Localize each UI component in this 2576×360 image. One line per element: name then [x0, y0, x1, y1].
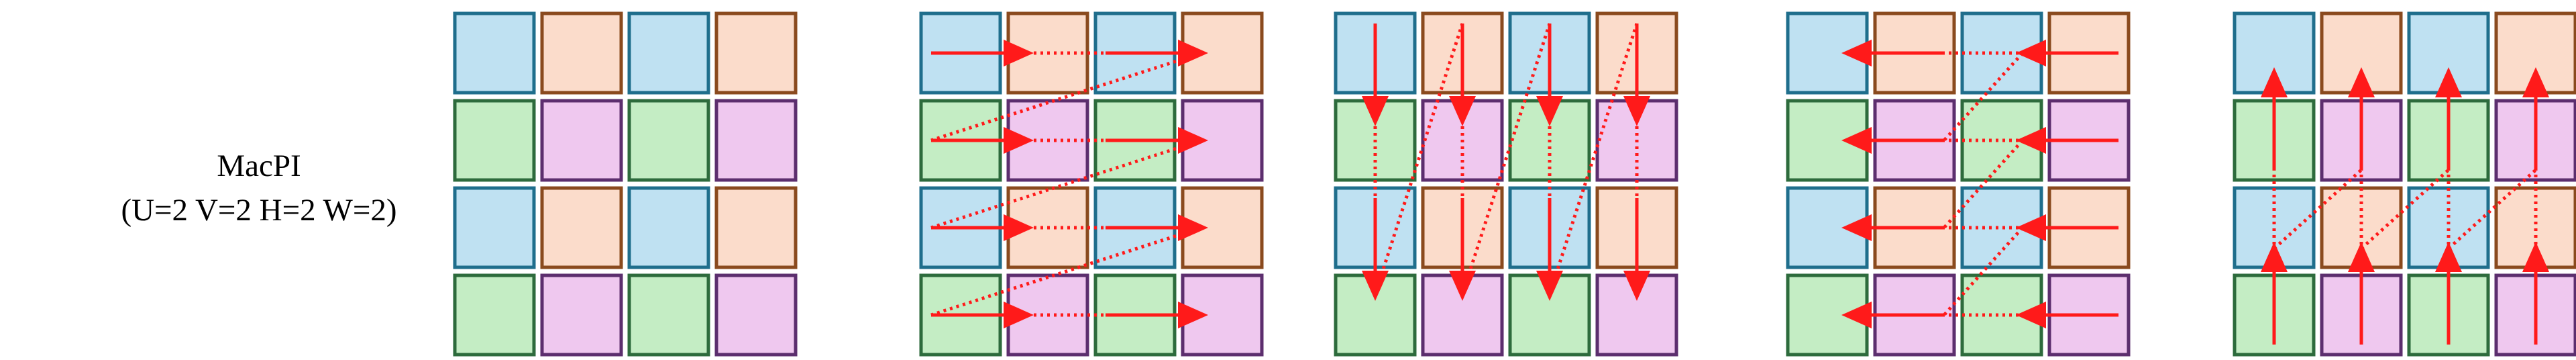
cell-blue	[627, 186, 710, 269]
panels	[453, 11, 2576, 357]
scan-connector	[1373, 23, 1464, 295]
panel-vertical-down	[1334, 11, 1678, 357]
panel-vertical-up	[2233, 11, 2576, 357]
cell-orange	[540, 11, 623, 95]
cell-purple	[714, 273, 798, 357]
panel-horizontal-right	[919, 11, 1264, 357]
cell-purple	[540, 99, 623, 182]
cell-blue	[627, 11, 710, 95]
cell-purple	[540, 273, 623, 357]
scan-connector	[930, 138, 1202, 230]
scan-arrows	[930, 40, 1208, 328]
cell-orange	[714, 186, 798, 269]
scan-connector	[1548, 23, 1639, 295]
cell-green	[627, 99, 710, 182]
scan-connector	[930, 226, 1202, 317]
cell-purple	[714, 99, 798, 182]
macpi-label-params: (U=2 V=2 H=2 W=2)	[121, 193, 396, 228]
scan-arrows	[1841, 40, 2118, 328]
cell-purple	[1595, 273, 1678, 357]
cell-blue	[453, 186, 536, 269]
cell-orange	[540, 186, 623, 269]
cell-orange	[714, 11, 798, 95]
cell-green	[453, 99, 536, 182]
cell-blue	[453, 11, 536, 95]
cell-green	[453, 273, 536, 357]
scan-connector	[930, 51, 1202, 142]
scan-arrows	[2261, 67, 2549, 345]
panel-horizontal-left	[1786, 11, 2131, 357]
panel-macpi	[453, 11, 798, 357]
scan-arrows	[1362, 23, 1650, 301]
cell-green	[627, 273, 710, 357]
macpi-label-title: MacPI	[217, 148, 301, 183]
macpi-label: MacPI (U=2 V=2 H=2 W=2)	[121, 148, 396, 228]
scan-connector	[1460, 23, 1552, 295]
